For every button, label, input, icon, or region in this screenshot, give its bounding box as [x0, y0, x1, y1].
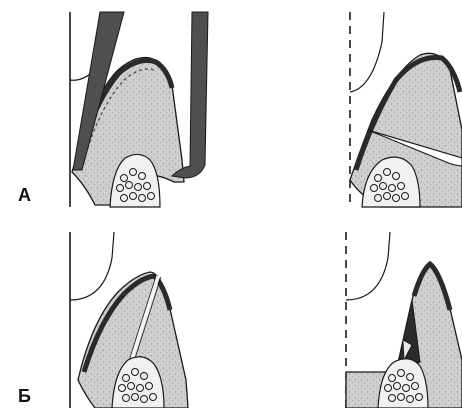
panel-b-right — [346, 232, 462, 408]
panel-label-a: А — [18, 186, 31, 204]
panel-label-b: Б — [18, 387, 31, 405]
panel-a-right — [350, 12, 462, 207]
tooth-crown-outline — [350, 12, 384, 92]
panel-b-left — [70, 232, 188, 408]
tooth-crown-outline — [70, 232, 114, 300]
tooth-crown-outline — [346, 232, 390, 300]
panel-a-left — [70, 12, 208, 207]
